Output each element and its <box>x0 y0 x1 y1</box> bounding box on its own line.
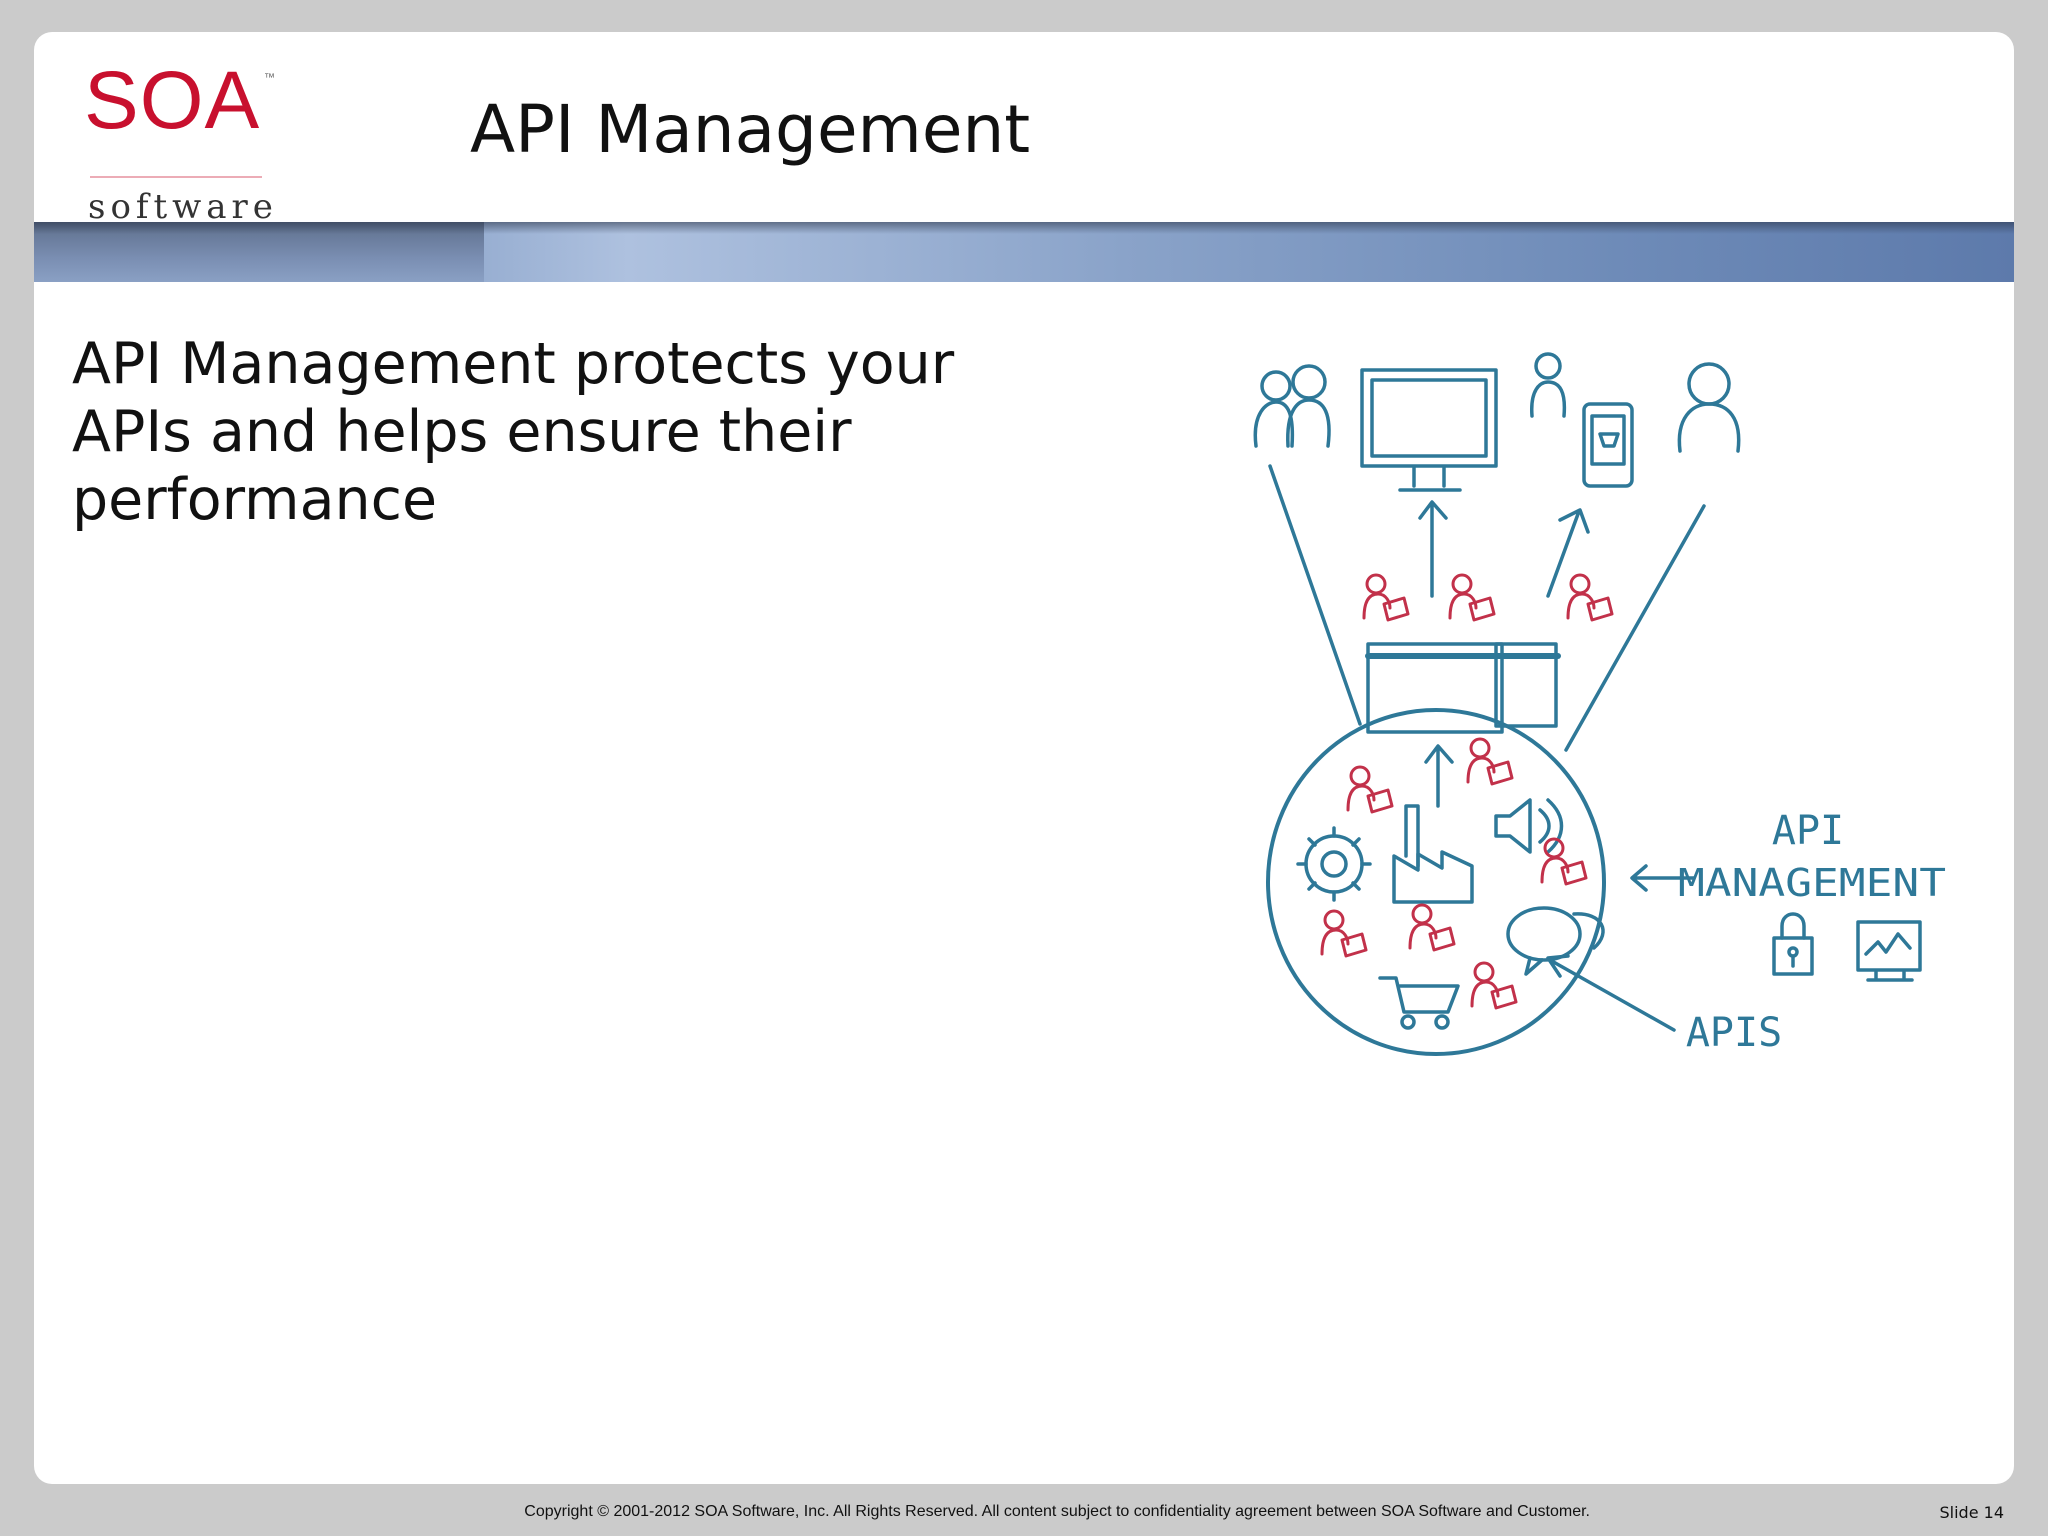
soa-software-logo: SOA ™ software <box>84 60 275 225</box>
banner-shadow <box>34 222 2014 234</box>
slide-title: API Management <box>470 91 1031 168</box>
logo-rule <box>90 176 262 178</box>
label-management: MANAGEMENT <box>1678 861 1946 905</box>
developer-icon <box>1448 573 1496 622</box>
arrow-up-mobile <box>1546 508 1590 598</box>
api-gateway-box <box>1365 642 1561 734</box>
developer-icon <box>1362 573 1410 622</box>
chat-bubbles-icon <box>1506 906 1605 976</box>
api-circle <box>1266 708 1606 1056</box>
gear-icon <box>1296 826 1372 902</box>
logo-sub: software <box>88 187 278 227</box>
connector-line-right <box>1564 504 1706 752</box>
factory-icon <box>1392 804 1474 904</box>
footer-slide-number: Slide 14 <box>1939 1503 2005 1522</box>
slide: SOA ™ software API Management API Manage… <box>34 32 2014 1484</box>
developer-icon <box>1408 903 1456 952</box>
monitoring-screen-icon <box>1856 920 1922 982</box>
single-user-icon <box>1677 362 1741 453</box>
desktop-monitor-icon <box>1360 368 1498 492</box>
api-management-diagram: API MANAGEMENT APIS <box>1253 352 1946 1056</box>
label-apis: APIS <box>1686 1010 1782 1056</box>
user-group-icon <box>1253 364 1331 448</box>
footer-copyright: Copyright © 2001-2012 SOA Software, Inc.… <box>524 1503 1590 1520</box>
developer-icon <box>1566 573 1614 622</box>
label-api: API <box>1772 808 1844 854</box>
shopping-cart-icon <box>1378 976 1460 1030</box>
developer-icons <box>1320 573 1614 1010</box>
title-banner <box>34 222 2014 282</box>
arrow-up-monitor <box>1418 500 1448 598</box>
arrow-up-gateway <box>1424 744 1454 808</box>
speaker-icon <box>1494 798 1564 854</box>
developer-icon <box>1470 961 1518 1010</box>
developer-icon <box>1466 737 1514 786</box>
lock-icon <box>1772 912 1814 976</box>
arrow-to-circle <box>1546 954 1676 1032</box>
developer-icon <box>1320 909 1368 958</box>
arrow-left-management <box>1630 864 1696 892</box>
logo-brand: SOA <box>84 55 261 146</box>
body-text: API Management protects your APIs and he… <box>72 331 955 533</box>
developer-icon <box>1540 837 1588 886</box>
connector-line-left <box>1268 464 1362 726</box>
mobile-user-icon <box>1530 352 1634 488</box>
developer-icon <box>1346 765 1394 814</box>
logo-trademark: ™ <box>264 72 275 84</box>
